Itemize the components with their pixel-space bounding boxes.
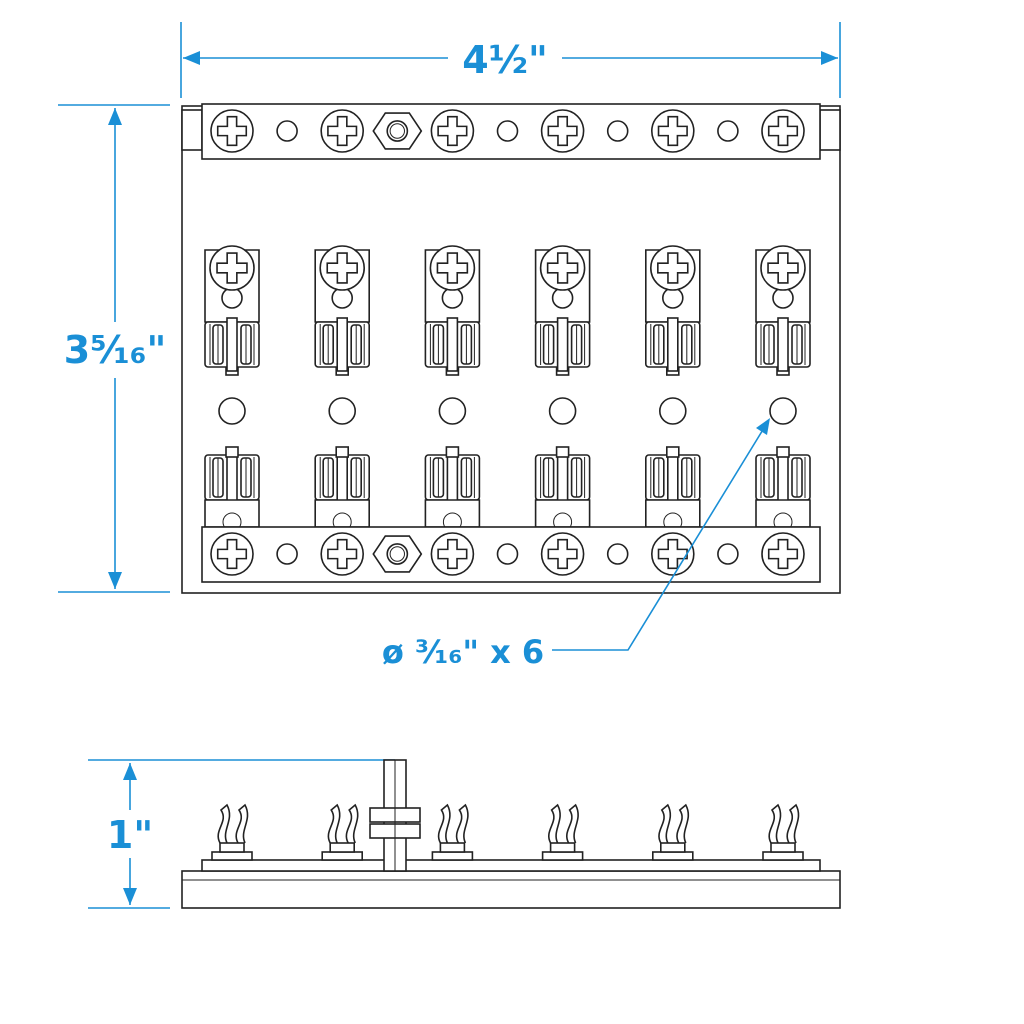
fuse-clip xyxy=(314,317,371,372)
fuse-clip xyxy=(204,317,260,372)
side-fuse-clip xyxy=(762,803,804,861)
width-label: 4½" xyxy=(462,38,548,82)
terminal-screw-icon xyxy=(429,245,476,291)
fuse-clip xyxy=(534,317,591,372)
side-fuse-clip xyxy=(541,803,584,861)
bus-stud-nut-icon xyxy=(372,112,423,150)
fuse-clip xyxy=(204,450,260,505)
fuse-clip xyxy=(755,450,811,505)
height-dimension: 3⁵⁄₁₆" xyxy=(58,104,170,593)
terminal-screw-icon xyxy=(209,245,255,291)
fuse-clip xyxy=(424,317,481,372)
side-view: 1" xyxy=(88,759,841,909)
terminal-screw-icon xyxy=(319,245,366,291)
hole-label: ø ³⁄₁₆" x 6 xyxy=(382,633,544,671)
terminal-screw-icon xyxy=(539,245,586,291)
hole-callout: ø ³⁄₁₆" x 6 xyxy=(382,418,770,671)
fuse-clip xyxy=(424,450,481,505)
side-fuse-clip xyxy=(321,803,364,861)
depth-label: 1" xyxy=(107,813,153,857)
terminal-screw-icon xyxy=(649,245,696,291)
mounting-hole xyxy=(328,397,357,425)
fuse-clip xyxy=(644,317,701,372)
base-plate xyxy=(181,105,841,594)
width-dimension: 4½" xyxy=(180,22,841,98)
bus-screw-icon xyxy=(320,109,365,153)
side-base xyxy=(181,870,841,909)
bus-hole xyxy=(606,543,629,565)
bus-hole xyxy=(496,120,519,142)
mounting-hole xyxy=(218,397,246,425)
mounting-hole xyxy=(658,397,687,425)
side-bus-bar xyxy=(201,859,821,872)
bus-hole xyxy=(496,543,519,565)
bus-screw-icon xyxy=(210,109,254,153)
bus-screw-icon xyxy=(540,109,585,153)
mounting-hole xyxy=(438,397,467,425)
bus-screw-icon xyxy=(430,109,475,153)
mounting-hole xyxy=(769,397,797,425)
fuse-clip xyxy=(314,450,371,505)
bus-hole xyxy=(276,120,298,142)
bus-hole xyxy=(717,120,739,142)
side-fuse-clip xyxy=(211,803,253,861)
bus-hole xyxy=(606,120,629,142)
height-label: 3⁵⁄₁₆" xyxy=(64,328,167,372)
bus-screw-icon xyxy=(210,532,254,576)
side-fuse-clip xyxy=(431,803,474,861)
terminal-tab xyxy=(314,446,370,532)
fuse-clip xyxy=(644,450,701,505)
top-view xyxy=(181,103,841,594)
bus-hole xyxy=(717,543,739,565)
side-fuse-clip xyxy=(651,803,694,861)
bus-screw-icon xyxy=(430,532,475,576)
bus-screw-icon xyxy=(320,532,365,576)
bus-screw-icon xyxy=(650,109,695,153)
bus-screw-icon xyxy=(761,109,805,153)
bus-stud-nut-icon xyxy=(372,535,423,573)
fuse-clip xyxy=(534,450,591,505)
bus-screw-icon xyxy=(761,532,805,576)
side-stud xyxy=(369,759,421,872)
mounting-hole xyxy=(548,397,577,425)
terminal-screw-icon xyxy=(760,245,806,291)
terminal-tab xyxy=(755,446,811,532)
bus-hole xyxy=(276,543,298,565)
bus-screw-icon xyxy=(540,532,585,576)
fuse-clip xyxy=(755,317,811,372)
